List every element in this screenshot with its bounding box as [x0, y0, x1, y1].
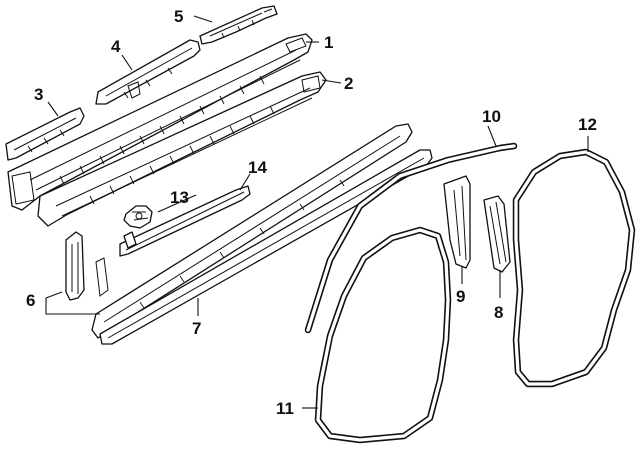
callout-8: 8: [494, 303, 503, 322]
part-8-pillar-piece: [483, 195, 511, 273]
leader-6: [45, 291, 100, 315]
part-14-sill-trim: [119, 185, 251, 257]
callout-9: 9: [456, 287, 465, 306]
part-13-clip: [123, 205, 153, 229]
leader-4: [121, 54, 133, 71]
part-10-frame-seal: [304, 142, 518, 334]
part-9-pillar-trim: [443, 175, 471, 269]
callout-6: 6: [26, 291, 35, 310]
leader-5: [193, 15, 213, 23]
leader-14: [239, 173, 251, 191]
part-4-bracket: [95, 39, 201, 105]
leader-lines: [45, 15, 589, 409]
callout-11: 11: [276, 399, 294, 418]
part-7-rocker-cover: [91, 123, 433, 345]
part-1-rocker-reinforcement: [7, 33, 313, 211]
callout-13: 13: [170, 188, 189, 207]
callout-3: 3: [34, 85, 43, 104]
part-6-trim: [65, 231, 85, 301]
callout-1: 1: [324, 33, 333, 52]
leader-2: [321, 79, 342, 84]
part-12-rear-door-seal: [512, 148, 636, 388]
part-2-rocker-inner-panel: [37, 71, 327, 227]
part-3-bracket: [5, 107, 85, 161]
callout-4: 4: [111, 37, 121, 56]
callout-5: 5: [174, 7, 183, 26]
callout-14: 14: [248, 158, 267, 177]
callout-2: 2: [344, 74, 353, 93]
callout-7: 7: [192, 319, 201, 338]
leader-10: [487, 125, 497, 147]
callout-12: 12: [578, 115, 597, 134]
part-5-bracket: [199, 5, 278, 45]
leader-13: [157, 194, 197, 213]
part-11-front-door-seal: [314, 226, 452, 444]
callout-10: 10: [482, 107, 501, 126]
callout-numbers: 5 1 2 4 3 14 13 10 12 9 8 7 11 6: [26, 7, 597, 418]
leader-3: [47, 101, 59, 117]
